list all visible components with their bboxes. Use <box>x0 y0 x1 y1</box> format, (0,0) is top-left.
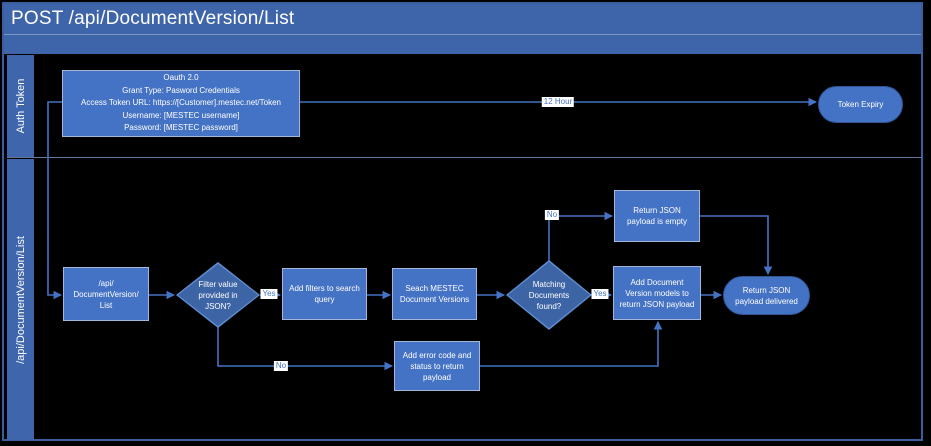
diagram-title: POST /api/DocumentVersion/List <box>11 8 295 29</box>
lane-api-documentversion-list-label: /api/DocumentVersion/List <box>14 235 27 364</box>
edge-label-token-refresh: 12 Hour <box>541 97 575 107</box>
node-filter-value-decision-label: Filter value provided in JSON? <box>198 279 238 311</box>
lane-api-documentversion-list: /api/DocumentVersion/List <box>7 159 34 440</box>
node-search-versions: Seach MESTEC Document Versions <box>392 268 477 320</box>
lane-auth-token-label: Auth Token <box>14 78 27 134</box>
node-return-empty-payload: Return JSON payload is empty <box>614 190 700 242</box>
node-payload-delivered: Return JSON payload delivered <box>723 276 810 315</box>
node-oauth-credentials: Oauth 2.0 Grant Type: Pasword Credential… <box>62 70 300 137</box>
edge-label-matching-no: No <box>544 210 560 220</box>
edge-label-filter-no: No <box>273 361 289 371</box>
node-matching-docs-decision-label: Matching Documents found? <box>528 279 570 311</box>
phase-band <box>4 35 921 53</box>
node-add-error-code: Add error code and status to return payl… <box>394 341 480 391</box>
diagram-header: POST /api/DocumentVersion/List <box>4 4 921 54</box>
node-matching-docs-decision: Matching Documents found? <box>506 260 592 330</box>
lane-auth-token: Auth Token <box>7 55 34 157</box>
diagram-title-row: POST /api/DocumentVersion/List <box>4 4 921 35</box>
edge-label-filter-yes: Yes <box>260 289 278 299</box>
node-add-filters: Add filters to search query <box>282 268 367 320</box>
node-token-expiry: Token Expiry <box>818 86 903 123</box>
edge-label-matching-yes: Yes <box>591 289 609 299</box>
node-add-version-models: Add Document Version models to return JS… <box>613 266 701 320</box>
lane-divider <box>7 157 922 158</box>
node-filter-value-decision: Filter value provided in JSON? <box>176 262 260 328</box>
node-api-endpoint: /api/ DocumentVersion/ List <box>63 267 149 321</box>
